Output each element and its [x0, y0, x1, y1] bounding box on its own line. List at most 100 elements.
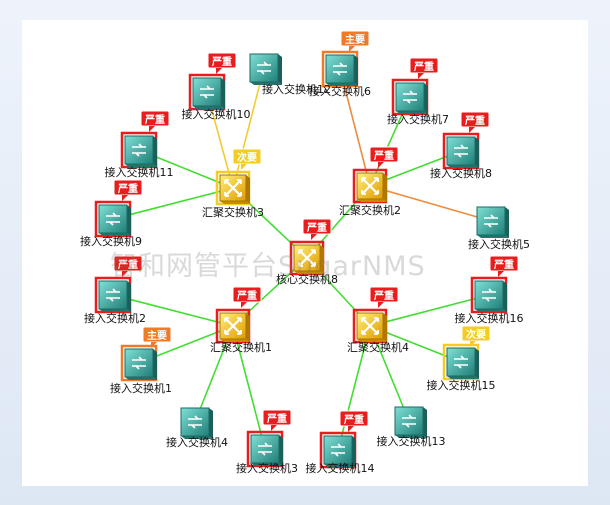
node-label: 接入交换机11 — [105, 165, 174, 179]
access-switch-icon — [124, 135, 157, 167]
link-agg3-acc12[interactable] — [232, 67, 265, 189]
alarm-label: 严重 — [144, 113, 165, 126]
node-label: 接入交换机6 — [309, 84, 371, 98]
alarm-label: 严重 — [493, 258, 514, 271]
access-switch-icon — [474, 280, 507, 312]
alarm-label: 主要 — [345, 33, 365, 46]
access-switch-icon — [98, 204, 131, 236]
alarm-label: 次要 — [237, 151, 257, 164]
node-acc12[interactable]: 接入交换机12 — [249, 53, 331, 96]
alarm-flag: 严重 — [460, 111, 490, 133]
node-label: 接入交换机4 — [166, 435, 228, 449]
alarm-flag: 主要 — [142, 326, 172, 348]
alarm-flag: 严重 — [262, 409, 292, 431]
link-agg2-acc6[interactable] — [339, 68, 371, 187]
alarm-label: 严重 — [117, 258, 138, 271]
access-switch-icon — [446, 136, 479, 168]
alarm-flag: 严重 — [113, 179, 143, 201]
node-label: 汇聚交换机4 — [347, 340, 409, 354]
access-switch-icon — [323, 435, 356, 467]
node-label: 接入交换机10 — [182, 107, 251, 121]
alarm-flag: 次要 — [461, 325, 491, 347]
alarm-label: 严重 — [211, 55, 232, 68]
aggregation-switch-icon — [356, 172, 387, 202]
access-switch-icon — [395, 82, 428, 114]
alarm-label: 严重 — [343, 413, 364, 426]
alarm-label: 次要 — [466, 328, 486, 341]
node-label: 接入交换机8 — [430, 166, 492, 180]
node-acc6[interactable]: 接入交换机6 主要 — [309, 30, 371, 98]
node-label: 接入交换机15 — [427, 378, 496, 392]
alarm-flag: 严重 — [113, 255, 143, 277]
alarm-label: 严重 — [266, 412, 287, 425]
node-acc8[interactable]: 接入交换机8 严重 — [430, 111, 492, 180]
access-switch-icon — [476, 206, 509, 238]
node-label: 核心交换机8 — [276, 272, 338, 286]
node-acc7[interactable]: 接入交换机7 严重 — [387, 57, 449, 126]
node-agg1[interactable]: 汇聚交换机1 严重 — [210, 286, 272, 354]
alarm-flag: 严重 — [369, 286, 399, 308]
alarm-label: 主要 — [147, 329, 167, 342]
node-label: 汇聚交换机1 — [210, 340, 272, 354]
access-switch-icon — [98, 280, 131, 312]
link-agg1-acc3[interactable] — [232, 325, 266, 450]
node-acc4[interactable]: 接入交换机4 — [166, 407, 228, 449]
access-switch-icon — [394, 406, 427, 438]
access-switch-icon — [249, 53, 282, 85]
alarm-label: 严重 — [236, 289, 257, 302]
node-agg4[interactable]: 汇聚交换机4 严重 — [347, 286, 409, 354]
link-agg2-acc5[interactable] — [369, 185, 492, 222]
node-acc16[interactable]: 接入交换机16 严重 — [455, 255, 524, 325]
node-label: 接入交换机2 — [84, 311, 146, 325]
access-switch-icon — [446, 347, 479, 379]
alarm-flag: 严重 — [232, 286, 262, 308]
node-acc10[interactable]: 接入交换机10 严重 — [182, 52, 251, 121]
node-label: 接入交换机16 — [455, 311, 524, 325]
node-label: 接入交换机1 — [110, 381, 172, 395]
access-switch-icon — [180, 407, 213, 439]
link-agg3-acc9[interactable] — [112, 187, 234, 220]
alarm-flag: 严重 — [339, 410, 369, 432]
node-label: 接入交换机7 — [387, 112, 449, 126]
node-label: 接入交换机5 — [468, 237, 530, 251]
alarm-flag: 主要 — [340, 30, 370, 52]
nodes-layer: 核心交换机8严重汇聚交换机1严重汇聚交换机2严重汇聚交换机3次要汇聚交换机4严重… — [80, 30, 530, 475]
alarm-flag: 严重 — [302, 218, 332, 240]
alarm-label: 严重 — [373, 149, 394, 162]
access-switch-icon — [124, 348, 157, 380]
link-agg4-acc14[interactable] — [337, 325, 371, 451]
link-agg4-acc16[interactable] — [369, 294, 490, 327]
alarm-label: 严重 — [117, 182, 138, 195]
alarm-label: 严重 — [373, 289, 394, 302]
node-label: 接入交换机13 — [377, 434, 446, 448]
link-agg1-acc2[interactable] — [112, 294, 234, 327]
alarm-flag: 严重 — [489, 255, 519, 277]
alarm-flag: 严重 — [369, 146, 399, 168]
access-switch-icon — [192, 77, 225, 109]
node-agg3[interactable]: 汇聚交换机3 次要 — [202, 148, 264, 219]
alarm-flag: 严重 — [207, 52, 237, 74]
alarm-label: 严重 — [306, 221, 327, 234]
node-acc1[interactable]: 接入交换机1 主要 — [110, 326, 172, 395]
aggregation-switch-icon — [293, 244, 324, 274]
node-acc13[interactable]: 接入交换机13 — [377, 406, 446, 448]
node-acc3[interactable]: 接入交换机3 严重 — [236, 409, 298, 475]
node-label: 汇聚交换机3 — [202, 205, 264, 219]
access-switch-icon — [325, 54, 358, 86]
node-acc9[interactable]: 接入交换机9 严重 — [80, 179, 143, 248]
node-acc11[interactable]: 接入交换机11 严重 — [105, 110, 174, 179]
alarm-label: 严重 — [413, 60, 434, 73]
access-switch-icon — [250, 434, 283, 466]
node-label: 接入交换机3 — [236, 461, 298, 475]
alarm-flag: 次要 — [232, 148, 262, 170]
node-acc2[interactable]: 接入交换机2 严重 — [84, 255, 146, 325]
alarm-flag: 严重 — [140, 110, 170, 132]
node-acc5[interactable]: 接入交换机5 — [468, 206, 530, 251]
node-acc15[interactable]: 接入交换机15 次要 — [427, 325, 496, 392]
node-label: 接入交换机9 — [80, 234, 142, 248]
node-core[interactable]: 核心交换机8 严重 — [276, 218, 338, 286]
